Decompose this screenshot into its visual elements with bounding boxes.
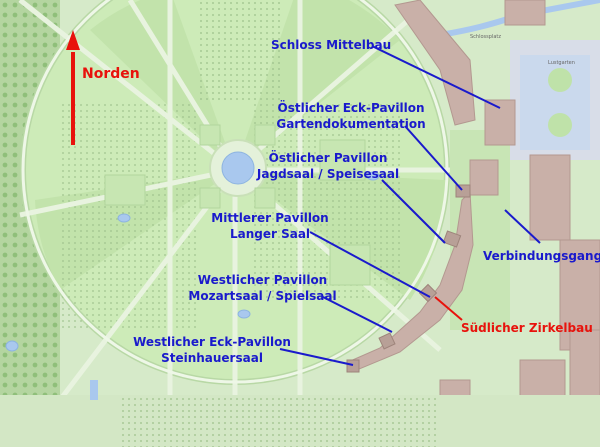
pond-west	[117, 213, 131, 223]
pond-south	[237, 309, 251, 319]
pond-east	[366, 171, 380, 181]
street-label: Schlossplatz	[470, 34, 501, 40]
label-westlicher-pavillon[interactable]: Westlicher Pavillon Mozartsaal / Spielsa…	[180, 272, 345, 304]
label-line-2: Mozartsaal / Spielsaal	[188, 289, 337, 303]
label-line-1: Westlicher Pavillon	[197, 273, 328, 287]
label-line-1: Östlicher Eck-Pavillon	[277, 101, 425, 115]
north-label: Norden	[82, 66, 140, 82]
label-line-2: Steinhauersaal	[161, 351, 263, 365]
label-westlicher-eck-pavillon[interactable]: Westlicher Eck-Pavillon Steinhauersaal	[132, 334, 292, 366]
street-label: Lustgarten	[548, 60, 575, 66]
north-wing	[394, 0, 476, 126]
north-arrow-icon	[66, 30, 80, 50]
label-schloss-mittelbau[interactable]: Schloss Mittelbau	[271, 38, 392, 52]
label-mittlerer-pavillon[interactable]: Mittlerer Pavillon Langer Saal	[205, 210, 335, 242]
label-line-2: Langer Saal	[229, 227, 311, 241]
schloss-mittelbau	[484, 99, 516, 146]
central-fountain	[221, 151, 255, 185]
label-line-2: Jagdsaal / Speisesaal	[256, 167, 400, 181]
label-line-2: Gartendokumentation	[276, 117, 426, 131]
label-line-1: Westlicher Eck-Pavillon	[133, 335, 291, 349]
label-verbindungsgang[interactable]: Verbindungsgang	[483, 249, 600, 263]
label-suedlicher-zirkelbau[interactable]: Südlicher Zirkelbau	[461, 321, 593, 335]
label-line-1: Mittlerer Pavillon	[211, 211, 329, 225]
label-oestlicher-eck-pavillon[interactable]: Östlicher Eck-Pavillon Gartendokumentati…	[276, 100, 426, 132]
label-oestlicher-pavillon[interactable]: Östlicher Pavillon Jagdsaal / Speisesaal	[248, 150, 408, 182]
label-line-1: Östlicher Pavillon	[268, 151, 388, 165]
